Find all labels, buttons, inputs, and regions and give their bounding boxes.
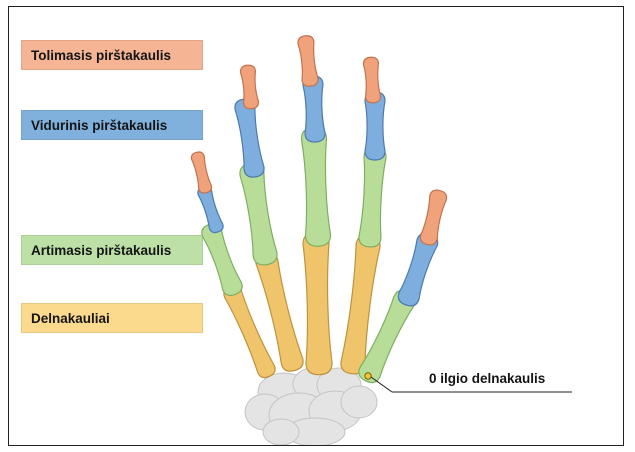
index-distal-bone [363, 57, 381, 103]
carpal-bones [245, 368, 377, 446]
ring-middle-bone [234, 98, 265, 179]
ring-proximal-bone [238, 161, 278, 266]
carpal-bone [341, 386, 377, 418]
little-proximal-bone [199, 221, 244, 298]
zero-metacarpal-label: 0 ilgio delnakaulis [429, 371, 545, 386]
diagram-frame: Tolimasis pirštakaulis Vidurinis pirštak… [8, 6, 624, 446]
finger-bones [190, 35, 448, 386]
middle-proximal-bone [301, 127, 331, 247]
carpal-bone [263, 419, 299, 445]
little-distal-bone [190, 151, 212, 194]
zero-metacarpal-leader-line [371, 377, 392, 392]
index-proximal-bone [358, 146, 386, 247]
middle-distal-bone [297, 35, 318, 87]
middle-metacarpal-bone [303, 232, 333, 375]
thumb-distal-bone [419, 189, 448, 247]
zero-metacarpal-marker [365, 373, 371, 379]
